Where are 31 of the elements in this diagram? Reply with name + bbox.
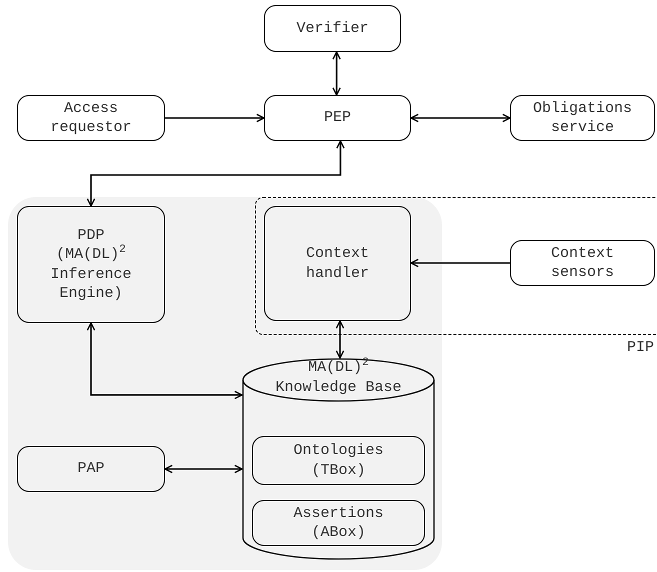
process-box: [510, 240, 655, 286]
process-box: [264, 95, 411, 141]
arrow: [410, 258, 510, 268]
process-box: [252, 436, 425, 485]
node-label: PDP (MA(DL)$^{2}$ Inference Engine): [49, 226, 132, 304]
node-label: Access requestor: [49, 98, 132, 138]
process-box: [264, 206, 411, 321]
node-label: PEP: [324, 108, 351, 128]
process-box: [17, 446, 165, 492]
arrow: [165, 114, 265, 122]
arrow: [410, 114, 511, 122]
process-box: [17, 206, 165, 323]
arrow: [336, 320, 344, 359]
database-cylinder: [242, 358, 435, 560]
arrow: [86, 140, 345, 207]
process-box: [17, 95, 165, 141]
node-label: Ontologies (TBox): [292, 441, 384, 480]
arrow: [164, 464, 243, 474]
node-label: PAP: [77, 459, 104, 479]
node-label: Assertions (ABox): [292, 504, 384, 542]
process-box: [510, 95, 655, 141]
node-label: Obligations service: [532, 98, 634, 138]
process-box: [252, 500, 425, 546]
process-box: [264, 5, 401, 52]
node-label: Context sensors: [550, 244, 615, 282]
node-label: Verifier: [296, 18, 368, 38]
region-label: PIP: [626, 339, 654, 357]
arrow: [332, 51, 341, 96]
node-label: Context handler: [304, 244, 370, 283]
arrow: [86, 322, 243, 400]
node-label: MA(DL)$^{2}$ Knowledge Base: [274, 358, 403, 397]
